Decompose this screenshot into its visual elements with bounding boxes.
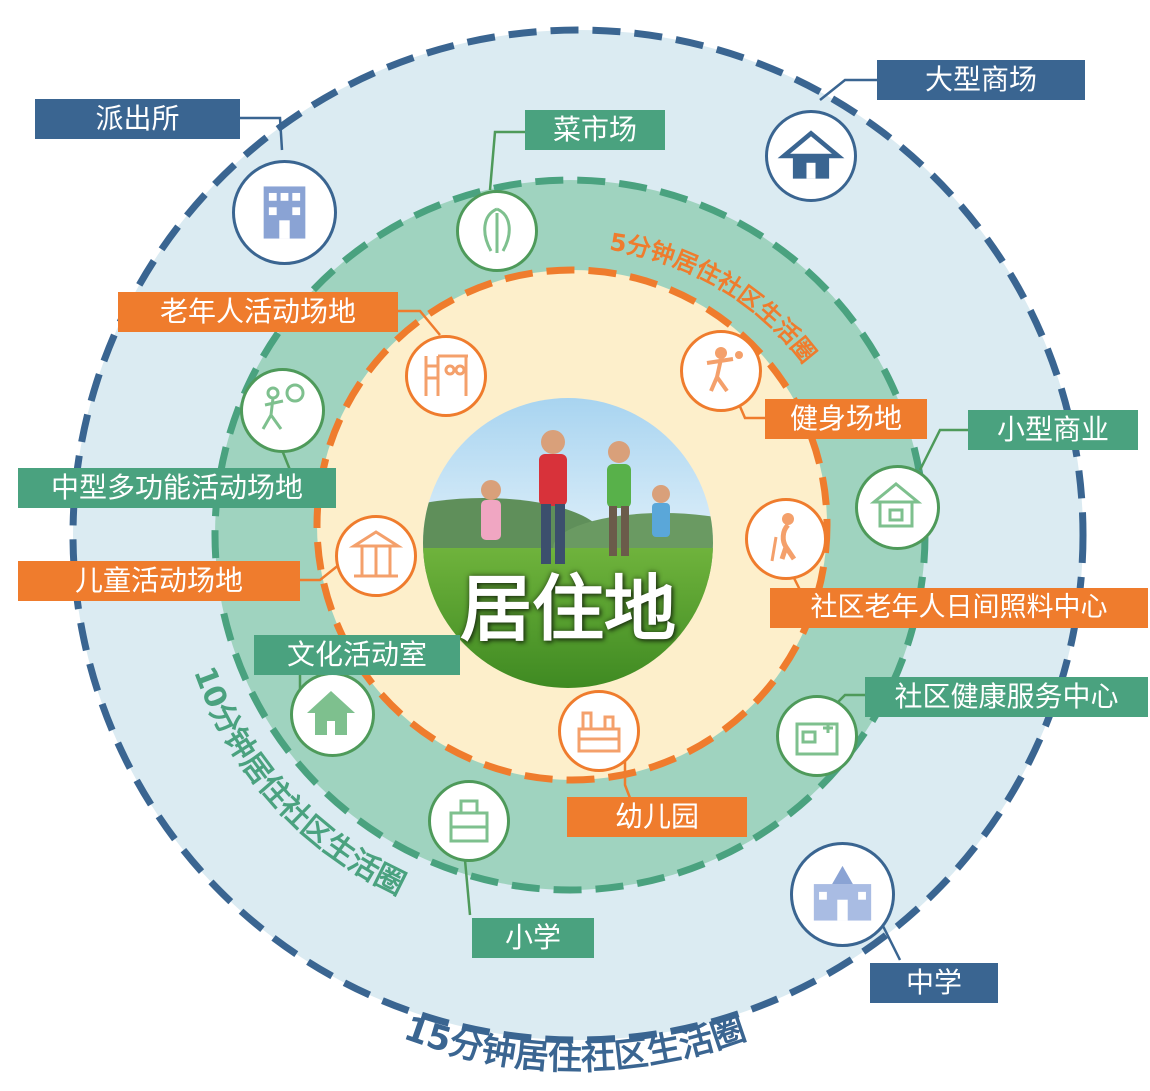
playground-icon: [405, 335, 487, 417]
connector-vegetable-market: [488, 130, 525, 191]
police-station-label: 派出所: [35, 99, 240, 139]
fitness-label: 健身场地: [765, 399, 927, 439]
small-business-label: 小型商业: [968, 410, 1138, 450]
primary-school-label: 小学: [472, 918, 594, 958]
multi-function-label: 中型多功能活动场地: [18, 468, 336, 508]
shop-icon: [855, 465, 940, 550]
middle-school-label: 中学: [870, 963, 998, 1003]
kindergarten-label: 幼儿园: [567, 797, 747, 837]
elderly-icon: [745, 498, 827, 580]
connector-elderly-activity: [398, 309, 441, 336]
building-icon: [232, 160, 337, 265]
vegetable-icon: [456, 190, 538, 272]
connector-primary-school: [463, 859, 472, 916]
carousel-icon: [335, 515, 417, 597]
factory-icon: [558, 690, 640, 772]
culture-room-label: 文化活动室: [254, 635, 460, 675]
connector-police-station: [240, 116, 284, 151]
center-title: 居住地: [459, 567, 676, 651]
tennis-icon: [240, 368, 325, 453]
fitness-icon: [680, 330, 762, 412]
connector-kindergarten: [623, 760, 632, 799]
vegetable-market-label: 菜市场: [525, 110, 665, 150]
home-icon: [290, 672, 375, 757]
elderly-daycare-label: 社区老年人日间照料中心: [770, 588, 1148, 628]
shopping-mall-label: 大型商场: [877, 60, 1085, 100]
children-activity-label: 儿童活动场地: [18, 561, 300, 601]
center-family-photo: [423, 398, 713, 688]
school-building-icon: [790, 842, 895, 947]
clinic-icon: [776, 695, 858, 777]
elderly-activity-label: 老年人活动场地: [118, 292, 398, 332]
connector-shopping-mall: [819, 78, 878, 101]
school-icon: [428, 780, 510, 862]
connector-small-business: [918, 428, 968, 471]
health-center-label: 社区健康服务中心: [865, 677, 1148, 717]
house-icon: [765, 110, 857, 202]
